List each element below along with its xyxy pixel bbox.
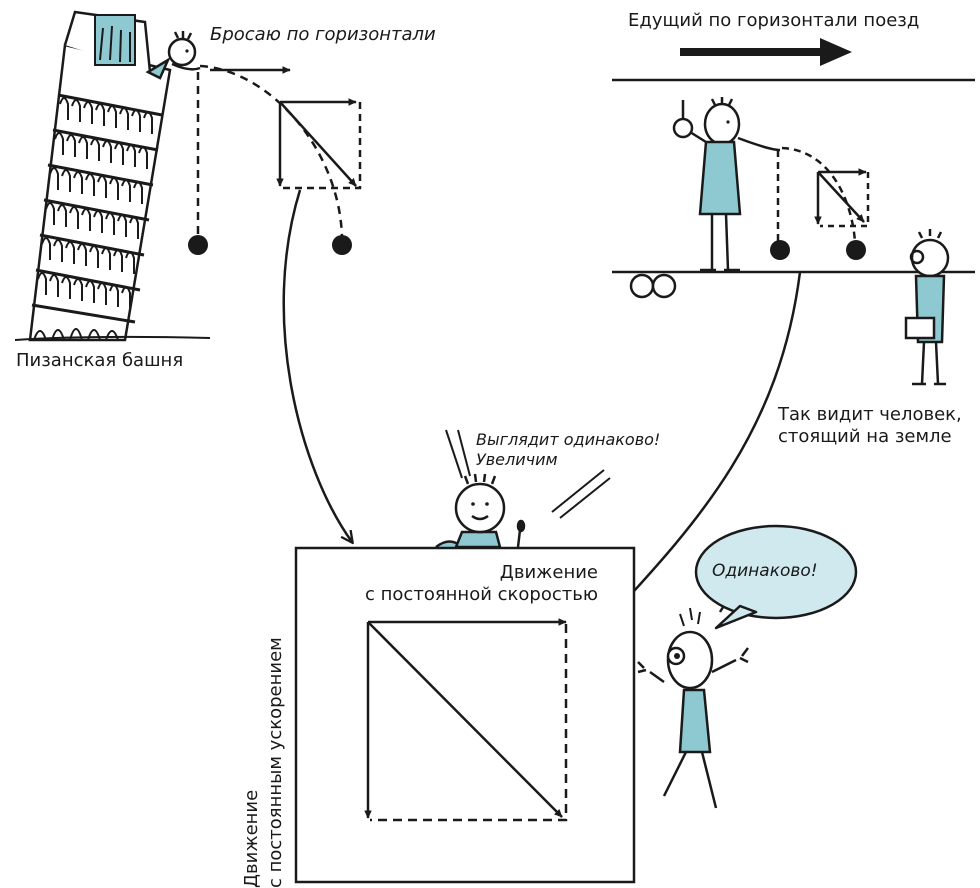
leaning-tower	[14, 10, 211, 342]
train-ball-a	[770, 240, 790, 260]
speech-bubble-text: Одинаково!	[712, 561, 818, 581]
train-ball-b	[846, 240, 866, 260]
train-to-box-arrow	[612, 271, 802, 615]
handle-ring	[672, 117, 694, 139]
constant-velocity-label: Движение с постоянной скоростью	[365, 562, 598, 605]
train-wheel	[651, 273, 677, 299]
comparison-box	[294, 546, 636, 884]
train-wheel	[629, 273, 655, 299]
tower-caption: Пизанская башня	[16, 350, 184, 371]
train-passenger-figure	[672, 97, 781, 272]
tower-to-box-arrow	[282, 189, 352, 542]
train-caption: Едущий по горизонтали поезд	[628, 10, 920, 31]
tower-trajectory	[188, 64, 352, 255]
resultant-vector	[367, 621, 563, 818]
thrower-figure	[145, 31, 201, 80]
ground-observer-figure	[904, 229, 950, 386]
speech-bubble	[694, 524, 858, 630]
dropped-ball	[188, 235, 208, 255]
throw-horizontal-label: Бросаю по горизонтали	[210, 24, 436, 45]
excited-figure	[637, 607, 749, 809]
big-vector-diagram	[364, 618, 568, 822]
train-vector-box	[814, 168, 870, 228]
constant-acceleration-label: Движение с постоянным ускорением	[241, 637, 286, 888]
train-trajectory	[770, 146, 866, 260]
explainer-figure	[435, 429, 611, 549]
train-direction-arrowhead	[820, 38, 852, 66]
tower-vector-box	[276, 98, 362, 190]
train	[612, 78, 975, 299]
looks-same-note: Выглядит одинаково! Увеличим	[476, 430, 661, 469]
thrown-ball	[332, 235, 352, 255]
ground-view-caption: Так видит человек, стоящий на земле	[778, 404, 962, 447]
